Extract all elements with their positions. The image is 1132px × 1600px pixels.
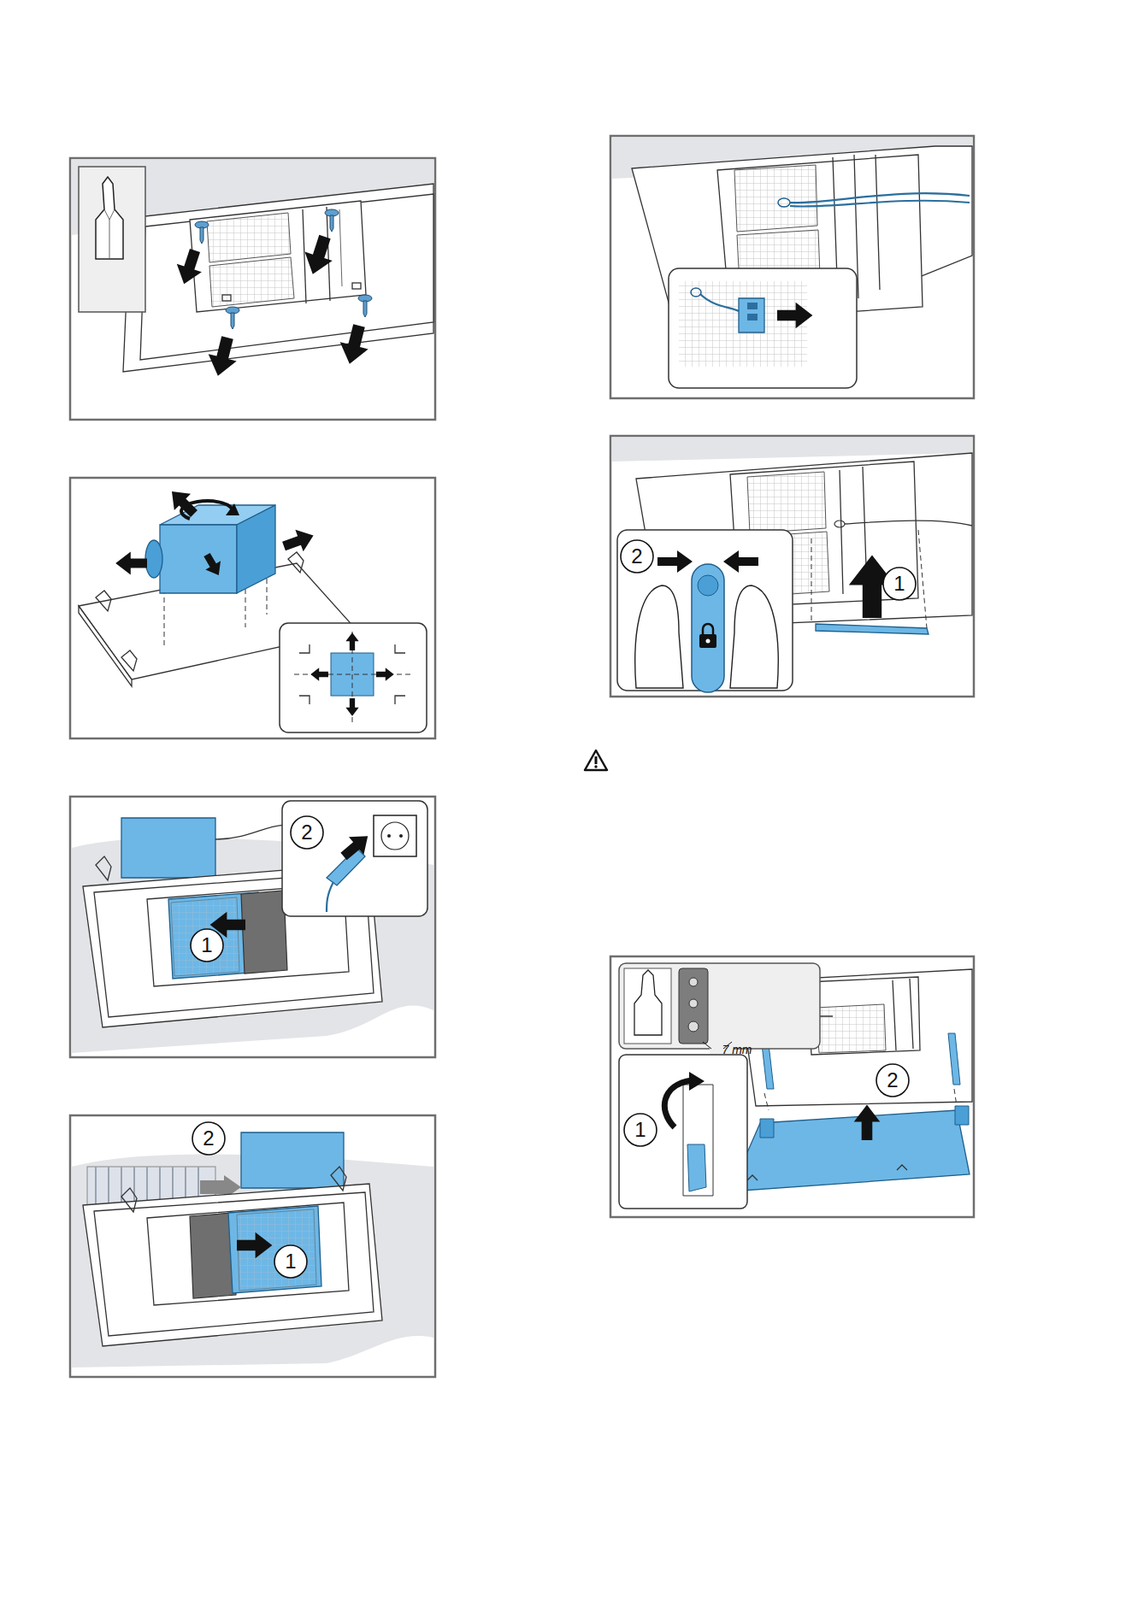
step-panel: [70, 477, 436, 739]
callout-number: 1: [284, 1249, 296, 1274]
step-panel: [610, 956, 974, 1218]
step-panel: [70, 1115, 436, 1378]
callout-circles: [190, 540, 916, 1279]
callout-number: 2: [300, 820, 313, 845]
callout-number: 1: [634, 1118, 646, 1143]
callout-number: 2: [202, 1126, 214, 1151]
step-panel: [70, 158, 436, 420]
warning-symbol: [584, 750, 608, 771]
callout-number: 1: [893, 571, 905, 596]
callout-number: 1: [200, 933, 213, 958]
callout-number: 2: [630, 544, 643, 569]
dimension-label: 7 mm: [722, 1043, 753, 1057]
step-panel: [610, 135, 974, 399]
step-panel: [70, 796, 436, 1058]
step-panel: [610, 436, 974, 697]
callout-number: 2: [886, 1068, 898, 1093]
